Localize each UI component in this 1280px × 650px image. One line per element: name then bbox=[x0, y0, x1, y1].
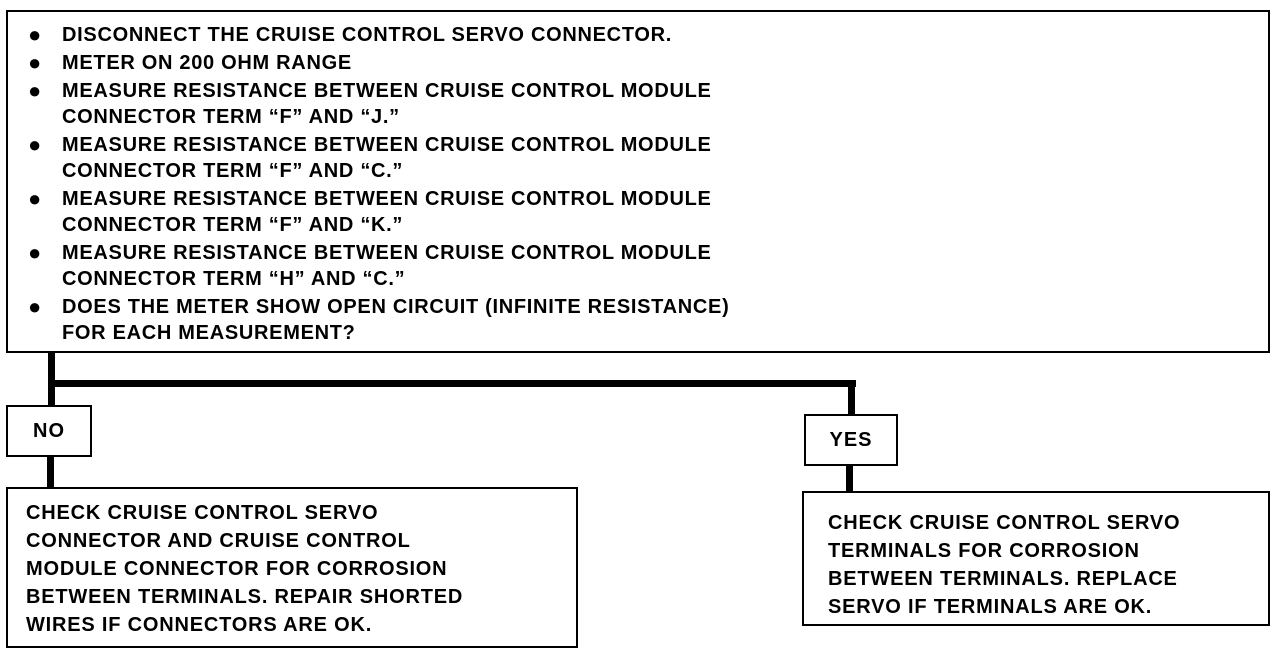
no-result-box: CHECK CRUISE CONTROL SERVO CONNECTOR AND… bbox=[6, 487, 578, 648]
step-item-6: ● MEASURE RESISTANCE BETWEEN CRUISE CONTR… bbox=[22, 240, 1252, 292]
no-label-box: NO bbox=[6, 405, 92, 457]
bullet-icon: ● bbox=[28, 132, 42, 157]
no-label: NO bbox=[33, 420, 65, 442]
step-text-4: MEASURE RESISTANCE BETWEEN CRUISE CONTRO… bbox=[62, 134, 712, 182]
bullet-icon: ● bbox=[28, 186, 42, 211]
bullet-icon: ● bbox=[28, 240, 42, 265]
bullet-icon: ● bbox=[28, 78, 42, 103]
step-text-6: MEASURE RESISTANCE BETWEEN CRUISE CONTRO… bbox=[62, 242, 712, 290]
step-text-2: METER ON 200 OHM RANGE bbox=[62, 52, 352, 74]
step-text-7: DOES THE METER SHOW OPEN CIRCUIT (INFINI… bbox=[62, 296, 730, 344]
bullet-icon: ● bbox=[28, 22, 42, 47]
step-text-5: MEASURE RESISTANCE BETWEEN CRUISE CONTRO… bbox=[62, 188, 712, 236]
step-text-1: DISCONNECT THE CRUISE CONTROL SERVO CONN… bbox=[62, 24, 673, 46]
step-item-5: ● MEASURE RESISTANCE BETWEEN CRUISE CONTR… bbox=[22, 186, 1252, 238]
step-item-7: ● DOES THE METER SHOW OPEN CIRCUIT (INFIN… bbox=[22, 294, 1252, 346]
yes-result-box: CHECK CRUISE CONTROL SERVO TERMINALS FOR… bbox=[802, 491, 1270, 626]
connector-main-down bbox=[48, 353, 55, 405]
step-item-2: ● METER ON 200 OHM RANGE bbox=[22, 50, 1252, 76]
yes-label-box: YES bbox=[804, 414, 898, 466]
step-item-4: ● MEASURE RESISTANCE BETWEEN CRUISE CONTR… bbox=[22, 132, 1252, 184]
bullet-icon: ● bbox=[28, 50, 42, 75]
connector-no-result bbox=[47, 457, 54, 487]
step-item-1: ● DISCONNECT THE CRUISE CONTROL SERVO CON… bbox=[22, 22, 1252, 48]
step-list: ● DISCONNECT THE CRUISE CONTROL SERVO CON… bbox=[22, 22, 1252, 346]
connector-yes-result bbox=[846, 466, 853, 491]
step-text-3: MEASURE RESISTANCE BETWEEN CRUISE CONTRO… bbox=[62, 80, 712, 128]
question-box: ● DISCONNECT THE CRUISE CONTROL SERVO CON… bbox=[6, 10, 1270, 353]
bullet-icon: ● bbox=[28, 294, 42, 319]
no-result-text: CHECK CRUISE CONTROL SERVO CONNECTOR AND… bbox=[26, 502, 464, 636]
yes-result-text: CHECK CRUISE CONTROL SERVO TERMINALS FOR… bbox=[828, 512, 1181, 618]
yes-label: YES bbox=[829, 429, 873, 451]
connector-horizontal bbox=[48, 380, 856, 387]
step-item-3: ● MEASURE RESISTANCE BETWEEN CRUISE CONTR… bbox=[22, 78, 1252, 130]
connector-yes-down bbox=[848, 380, 855, 414]
